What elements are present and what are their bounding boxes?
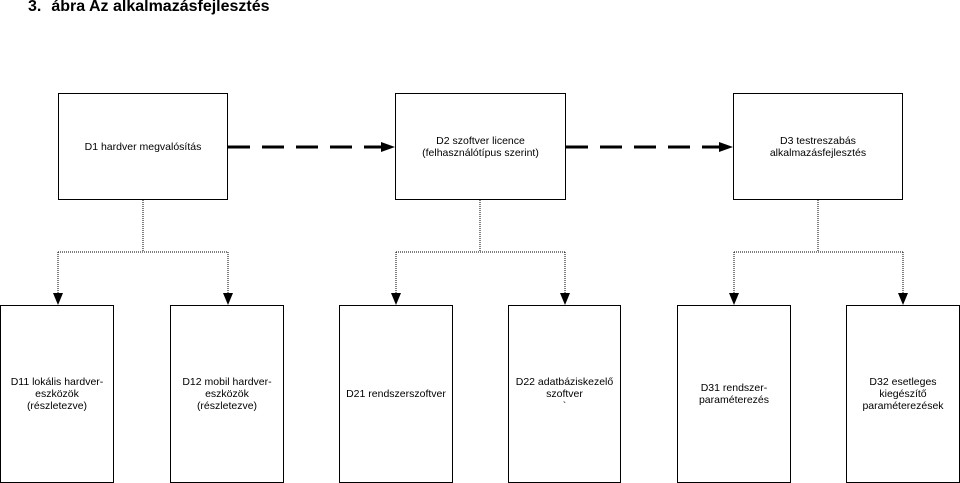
arrowhead-d11 bbox=[53, 293, 63, 305]
box-d2-label: D2 szoftver licence (felhasználótípus sz… bbox=[422, 134, 539, 159]
branch-d2 bbox=[395, 200, 566, 296]
box-d31-label: D31 rendszer- paraméterezés bbox=[698, 382, 770, 406]
box-d1-hardware: D1 hardver megvalósítás bbox=[58, 93, 228, 200]
box-d3-label: D3 testreszabás alkalmazásfejlesztés bbox=[769, 134, 867, 159]
box-d32-label: D32 esetleges kiegészítő paraméterezések bbox=[862, 376, 944, 412]
figure-title: 3. ábra Az alkalmazásfejlesztés bbox=[28, 0, 270, 16]
box-d31-system-parameters: D31 rendszer- paraméterezés bbox=[677, 305, 791, 483]
box-d12-mobile-hardware: D12 mobil hardver- eszközök (részletezve… bbox=[170, 305, 284, 483]
branch-d3 bbox=[733, 200, 904, 296]
arrowhead-d31 bbox=[729, 293, 739, 305]
box-d32-extra-parameters: D32 esetleges kiegészítő paraméterezések bbox=[846, 305, 960, 483]
box-d2-software-license: D2 szoftver licence (felhasználótípus sz… bbox=[395, 93, 566, 200]
box-d11-label: D11 lokális hardver- eszközök (részletez… bbox=[10, 376, 104, 412]
figure-number: 3. bbox=[28, 0, 42, 15]
box-d22-database-software: D22 adatbáziskezelő szoftver ` bbox=[508, 305, 621, 483]
branch-d1 bbox=[57, 200, 229, 296]
box-d12-label: D12 mobil hardver- eszközök (részletezve… bbox=[182, 376, 272, 412]
box-d22-label: D22 adatbáziskezelő szoftver ` bbox=[515, 376, 614, 412]
arrowhead-d21 bbox=[391, 293, 401, 305]
box-d1-label: D1 hardver megvalósítás bbox=[84, 140, 202, 153]
arrowhead-d12 bbox=[223, 293, 233, 305]
arrowhead-d22 bbox=[560, 293, 570, 305]
box-d3-customization: D3 testreszabás alkalmazásfejlesztés bbox=[733, 93, 903, 200]
figure-caption: ábra Az alkalmazásfejlesztés bbox=[51, 0, 270, 15]
box-d21-label: D21 rendszerszoftver bbox=[346, 388, 446, 400]
arrowhead-d32 bbox=[898, 293, 908, 305]
box-d21-system-software: D21 rendszerszoftver bbox=[339, 305, 453, 483]
box-d11-local-hardware: D11 lokális hardver- eszközök (részletez… bbox=[0, 305, 114, 483]
